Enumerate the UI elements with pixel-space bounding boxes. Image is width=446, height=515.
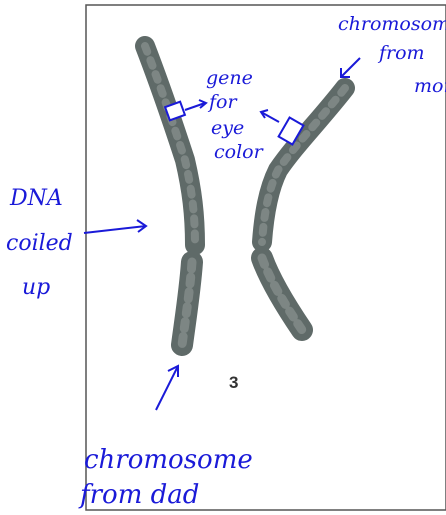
svg-text:for: for — [207, 91, 238, 113]
svg-text:coiled: coiled — [6, 231, 73, 256]
svg-text:from: from — [377, 42, 425, 64]
svg-text:up: up — [22, 275, 50, 300]
chromosome-number: 3 — [229, 373, 238, 392]
svg-text:eye: eye — [211, 117, 244, 139]
svg-text:mom: mom — [414, 75, 446, 97]
svg-text:color: color — [214, 141, 265, 163]
svg-text:gene: gene — [206, 67, 253, 89]
svg-text:chromosome: chromosome — [84, 445, 253, 475]
dna-label: DNA coiled up — [6, 186, 73, 300]
svg-text:DNA: DNA — [9, 186, 63, 211]
svg-text:from dad: from dad — [78, 480, 199, 510]
svg-text:chromosome: chromosome — [338, 13, 446, 35]
